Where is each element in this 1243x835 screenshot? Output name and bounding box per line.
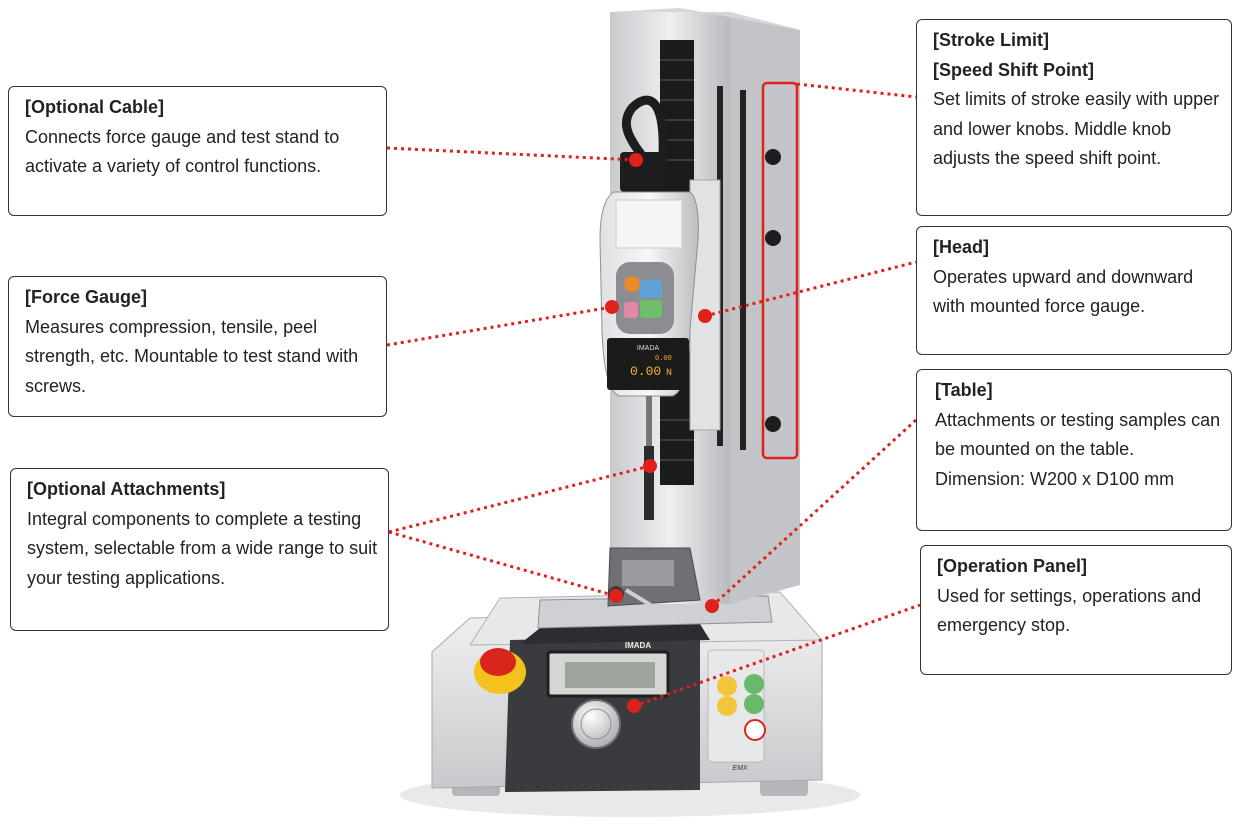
callout-force-gauge: [Force Gauge] Measures compression, tens… (8, 276, 387, 417)
column-top (610, 8, 800, 30)
speed-shift-knob (765, 230, 781, 246)
callout-table: [Table] Attachments or testing samples c… (916, 369, 1232, 531)
button-yellow-down (717, 696, 737, 716)
gauge-reading-small: 0.00 (655, 355, 672, 363)
callout-title: [Table] (935, 380, 993, 400)
button-green-up (744, 674, 764, 694)
callout-operation-panel: [Operation Panel] Used for settings, ope… (920, 545, 1232, 675)
callout-optional-attachments: [Optional Attachments] Integral componen… (10, 468, 389, 631)
callout-title-secondary: [Speed Shift Point] (933, 59, 1094, 80)
callout-body: Connects force gauge and test stand to a… (25, 126, 340, 177)
gauge-brand-text: IMADA (637, 345, 660, 352)
callout-body: Integral components to complete a testin… (27, 508, 378, 588)
callout-optional-cable: [Optional Cable] Connects force gauge an… (8, 86, 387, 216)
callout-body: Attachments or testing samples can be mo… (935, 409, 1221, 460)
panel-lcd-screen (565, 662, 655, 688)
callout-title: [Head] (933, 237, 990, 257)
jog-dial (571, 699, 621, 749)
vise-jaw (622, 560, 674, 586)
gauge-label-panel (615, 199, 683, 249)
gauge-key-orange (624, 276, 640, 292)
callout-body: Operates upward and downward with mounte… (933, 266, 1194, 317)
foot-right (760, 778, 808, 796)
callout-title: [Operation Panel] (937, 556, 1088, 576)
gauge-key-blue (640, 280, 662, 298)
stroke-knob-lower (765, 416, 781, 432)
vise-knob (608, 586, 624, 602)
callout-title: [Optional Cable] (25, 97, 164, 117)
gauge-key-pink (624, 302, 638, 318)
callout-title: [Stroke Limit] (933, 30, 1050, 50)
limit-slot-2 (740, 90, 746, 450)
panel-model-text: EMX (732, 765, 748, 772)
attachment-rod (644, 446, 654, 520)
emergency-stop-button (480, 648, 516, 676)
stroke-knob-upper (765, 149, 781, 165)
button-stop (744, 719, 766, 741)
callout-stroke-limit: [Stroke Limit] [Speed Shift Point] Set l… (916, 19, 1232, 216)
callout-dimension: Dimension: W200 x D100 mm (935, 468, 1175, 489)
gauge-reading-main: 0.00 (630, 364, 661, 379)
callout-body: Set limits of stroke easily with upper a… (933, 89, 1220, 168)
button-yellow-up (717, 676, 737, 696)
gauge-shaft (646, 396, 652, 446)
gauge-unit: N (666, 368, 672, 379)
callout-head: [Head] Operates upward and downward with… (916, 226, 1232, 355)
gauge-key-green (640, 300, 662, 318)
button-green-down (744, 694, 764, 714)
callout-title: [Force Gauge] (25, 287, 148, 307)
callout-body: Measures compression, tensile, peel stre… (25, 316, 359, 396)
callout-title: [Optional Attachments] (27, 479, 226, 499)
gauge-display (607, 338, 689, 390)
panel-brand-text: IMADA (625, 641, 651, 650)
callout-body: Used for settings, operations and emerge… (937, 585, 1202, 636)
cable-connector (620, 152, 664, 192)
